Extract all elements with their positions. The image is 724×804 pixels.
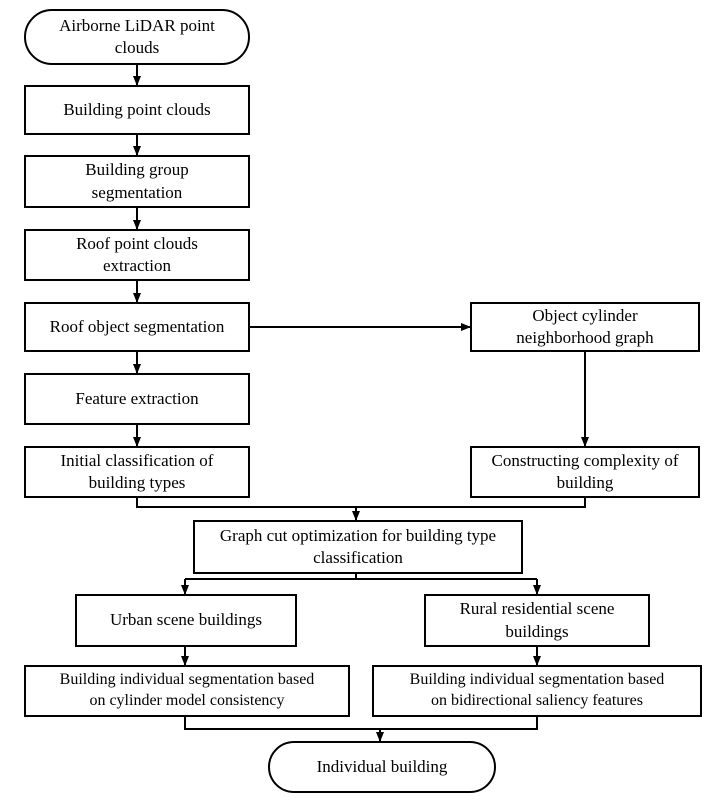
node-graph-cut-optimization: Graph cut optimization for building type… [193,520,523,574]
node-building-group-segmentation: Building group segmentation [24,155,250,208]
node-constructing-complexity: Constructing complexity of building [470,446,700,498]
node-roof-point-clouds-extraction: Roof point clouds extraction [24,229,250,281]
node-roof-object-segmentation: Roof object segmentation [24,302,250,352]
node-initial-classification: Initial classification of building types [24,446,250,498]
connector-merge-to-graph-cut [136,498,586,508]
node-building-point-clouds: Building point clouds [24,85,250,135]
node-airborne-lidar: Airborne LiDAR point clouds [24,9,250,65]
node-rural-residential-buildings: Rural residential scene buildings [424,594,650,647]
node-seg-cylinder-consistency: Building individual segmentation based o… [24,665,350,717]
node-urban-scene-buildings: Urban scene buildings [75,594,297,647]
connector-merge-to-end [184,717,538,730]
node-individual-building: Individual building [268,741,496,793]
node-seg-bidirectional-saliency: Building individual segmentation based o… [372,665,702,717]
node-object-cylinder-graph: Object cylinder neighborhood graph [470,302,700,352]
node-feature-extraction: Feature extraction [24,373,250,425]
